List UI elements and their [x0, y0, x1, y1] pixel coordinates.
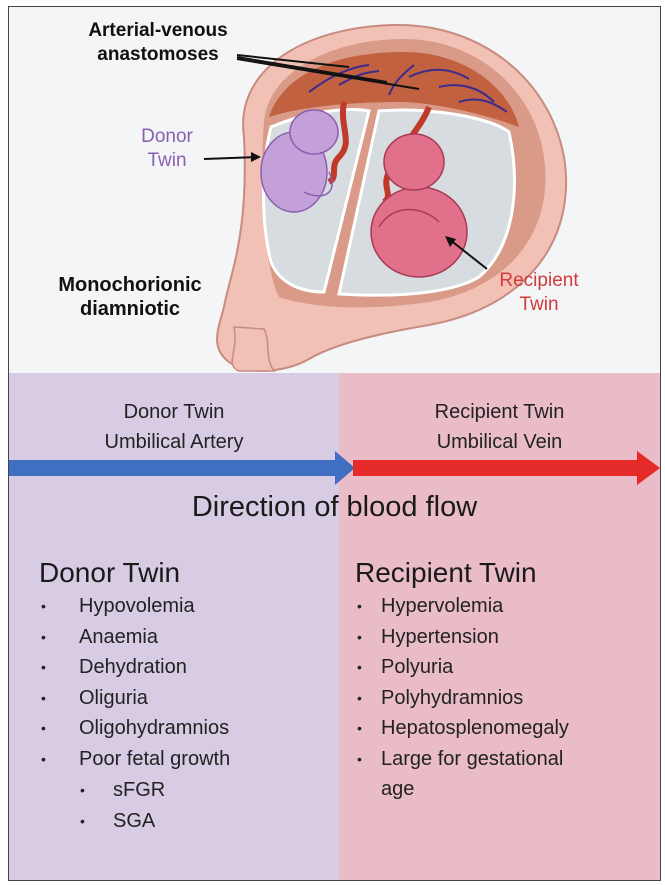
list-item: •Oliguria: [79, 683, 230, 714]
donor-growth-sublist: •sFGR •SGA: [113, 775, 165, 836]
donor-symptom-list: •Hypovolemia •Anaemia •Dehydration •Olig…: [79, 591, 230, 774]
recipient-twin-label-line1: Recipient: [479, 269, 599, 293]
list-item: •Anaemia: [79, 622, 230, 653]
recipient-item-text: Hypervolemia: [381, 595, 503, 617]
recipient-item-text: Hypertension: [381, 626, 499, 648]
list-item: •Polyhydramnios: [381, 683, 569, 714]
flow-direction-title: Direction of blood flow: [9, 491, 660, 524]
list-item-continuation: age: [381, 774, 569, 805]
donor-vessel-line1: Donor Twin: [9, 397, 339, 427]
recipient-vessel-heading: Recipient Twin Umbilical Vein: [339, 397, 660, 457]
donor-arrow-head: [335, 451, 355, 485]
list-item: •Poor fetal growth: [79, 744, 230, 775]
list-item: •Large for gestational: [381, 744, 569, 775]
donor-subitem-text: SGA: [113, 810, 155, 832]
blood-flow-arrow: [9, 449, 660, 487]
recipient-twin-label-line2: Twin: [479, 293, 599, 317]
donor-item-text: Dehydration: [79, 656, 187, 678]
list-item: •Polyuria: [381, 652, 569, 683]
chorionicity-label-line1: Monochorionic: [35, 273, 225, 297]
recipient-arrow-head: [637, 451, 660, 485]
donor-item-text: Oligohydramnios: [79, 717, 229, 739]
recipient-item-text: Polyuria: [381, 656, 453, 678]
donor-twin-label-line1: Donor: [127, 125, 207, 149]
chorionicity-label: Monochorionic diamniotic: [35, 273, 225, 321]
anastomoses-label: Arterial-venous anastomoses: [38, 19, 278, 67]
recipient-twin-label: Recipient Twin: [479, 269, 599, 317]
list-item: •SGA: [113, 806, 165, 837]
list-item: •Hypervolemia: [381, 591, 569, 622]
figure-frame: Arterial-venous anastomoses Donor Twin M…: [8, 6, 661, 881]
recipient-symptom-list: •Hypervolemia •Hypertension •Polyuria •P…: [381, 591, 569, 805]
recipient-item-text: Large for gestational: [381, 748, 563, 770]
donor-item-text: Hypovolemia: [79, 595, 195, 617]
recipient-arrow-segment: [353, 460, 640, 476]
donor-list-title: Donor Twin: [39, 557, 180, 589]
list-item: •Dehydration: [79, 652, 230, 683]
donor-item-text: Anaemia: [79, 626, 158, 648]
recipient-item-continuation: age: [381, 778, 414, 800]
recipient-item-text: Polyhydramnios: [381, 687, 523, 709]
list-item: •Hypovolemia: [79, 591, 230, 622]
chorionicity-label-line2: diamniotic: [35, 297, 225, 321]
donor-twin-label: Donor Twin: [127, 125, 207, 173]
list-item: •Oligohydramnios: [79, 713, 230, 744]
donor-arrow-segment: [9, 460, 339, 476]
recipient-list-title: Recipient Twin: [355, 557, 537, 589]
uterus-illustration: Arterial-venous anastomoses Donor Twin M…: [9, 7, 660, 373]
list-item: •sFGR: [113, 775, 165, 806]
donor-item-text: Poor fetal growth: [79, 748, 230, 770]
anastomoses-label-line2: anastomoses: [38, 43, 278, 67]
donor-vessel-heading: Donor Twin Umbilical Artery: [9, 397, 339, 457]
donor-twin-label-line2: Twin: [127, 149, 207, 173]
list-item: •Hepatosplenomegaly: [381, 713, 569, 744]
recipient-vessel-line1: Recipient Twin: [339, 397, 660, 427]
anastomoses-label-line1: Arterial-venous: [38, 19, 278, 43]
list-item: •Hypertension: [381, 622, 569, 653]
recipient-item-text: Hepatosplenomegaly: [381, 717, 569, 739]
donor-item-text: Oliguria: [79, 687, 148, 709]
donor-subitem-text: sFGR: [113, 779, 165, 801]
